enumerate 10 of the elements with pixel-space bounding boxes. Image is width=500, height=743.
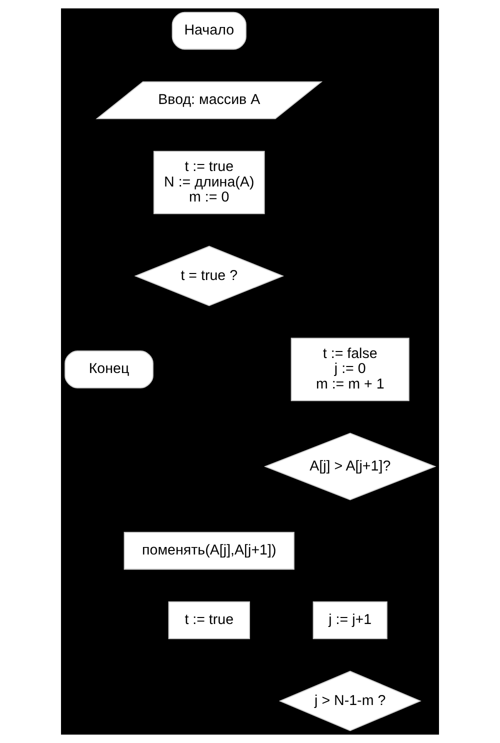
node-box: поменять(A[j],A[j+1]) <box>124 532 294 570</box>
node-box: j := j+1 <box>312 601 388 640</box>
node-diamond: A[j] > A[j+1]? <box>264 432 436 500</box>
node-diamond: j > N-1-m ? <box>278 670 422 732</box>
node-diamond: t = true ? <box>134 246 284 306</box>
node-box: t := false j := 0 m := m + 1 <box>290 338 410 402</box>
node-box: Конец <box>64 350 154 388</box>
node-box: Начало <box>172 12 246 50</box>
node-box: t := true <box>168 601 250 640</box>
node-box: t := true N := длина(A) m := 0 <box>153 150 265 214</box>
